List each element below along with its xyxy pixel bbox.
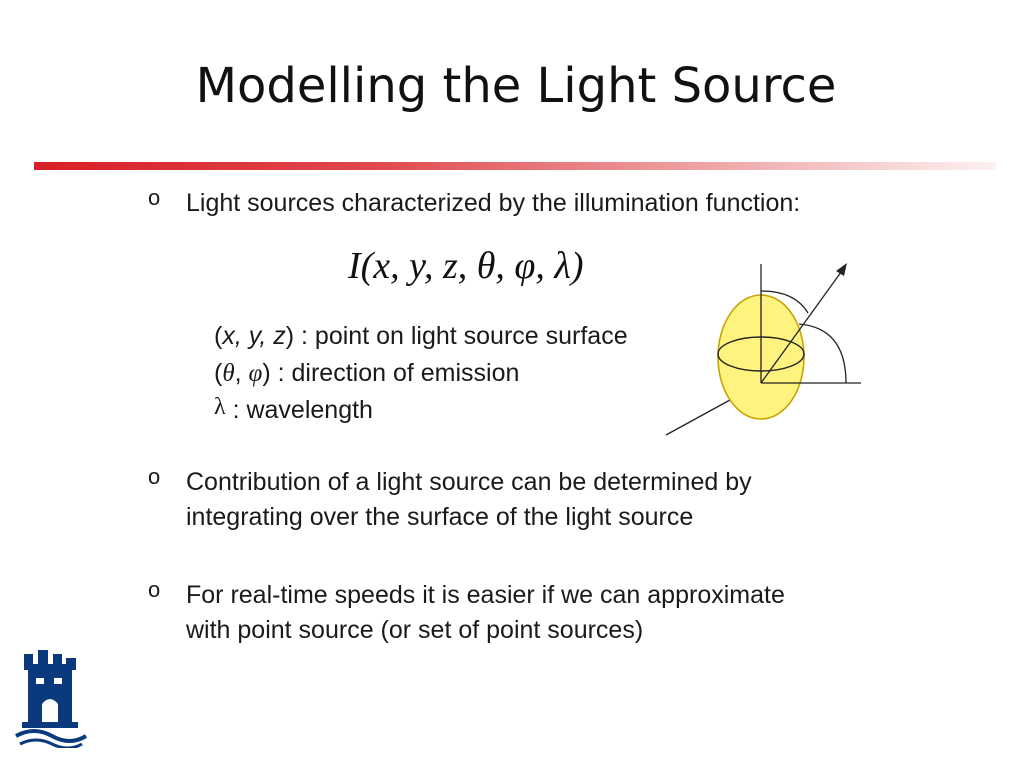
emission-ray <box>760 267 845 384</box>
bullet-text: For real-time speeds it is easier if we … <box>186 578 785 648</box>
bullet-line: Contribution of a light source can be de… <box>186 468 752 496</box>
slide-title: Modelling the Light Source <box>195 58 837 114</box>
bullet-text: Light sources characterized by the illum… <box>186 186 800 221</box>
phi-angle-arc <box>798 323 847 384</box>
theta-angle-arc <box>760 290 809 314</box>
definition-position: (x, y, z) : point on light source surfac… <box>214 322 628 350</box>
light-emission-sphere-diagram <box>665 263 861 436</box>
bullet-marker: o <box>148 185 161 210</box>
bullet-line: Light sources characterized by the illum… <box>186 189 801 217</box>
bullet-marker: o <box>148 577 161 602</box>
bullet-line: integrating over the surface of the ligh… <box>186 503 694 531</box>
definition-direction: (θ, φ) : direction of emission <box>214 359 520 387</box>
emission-arrowhead <box>836 263 847 276</box>
castle-tower-crest-logo <box>15 650 88 748</box>
illumination-formula: I(x, y, z, θ, φ, λ) <box>348 245 584 287</box>
bullet-line: For real-time speeds it is easier if we … <box>186 581 785 609</box>
bullet-line: with point source (or set of point sourc… <box>186 616 644 644</box>
variable-definitions: (x, y, z) : point on light source surfac… <box>214 318 628 430</box>
definition-wavelength: λ : wavelength <box>214 394 373 424</box>
title-divider <box>34 162 996 170</box>
bullet-marker: o <box>148 464 161 489</box>
bullet-text: Contribution of a light source can be de… <box>186 465 752 535</box>
